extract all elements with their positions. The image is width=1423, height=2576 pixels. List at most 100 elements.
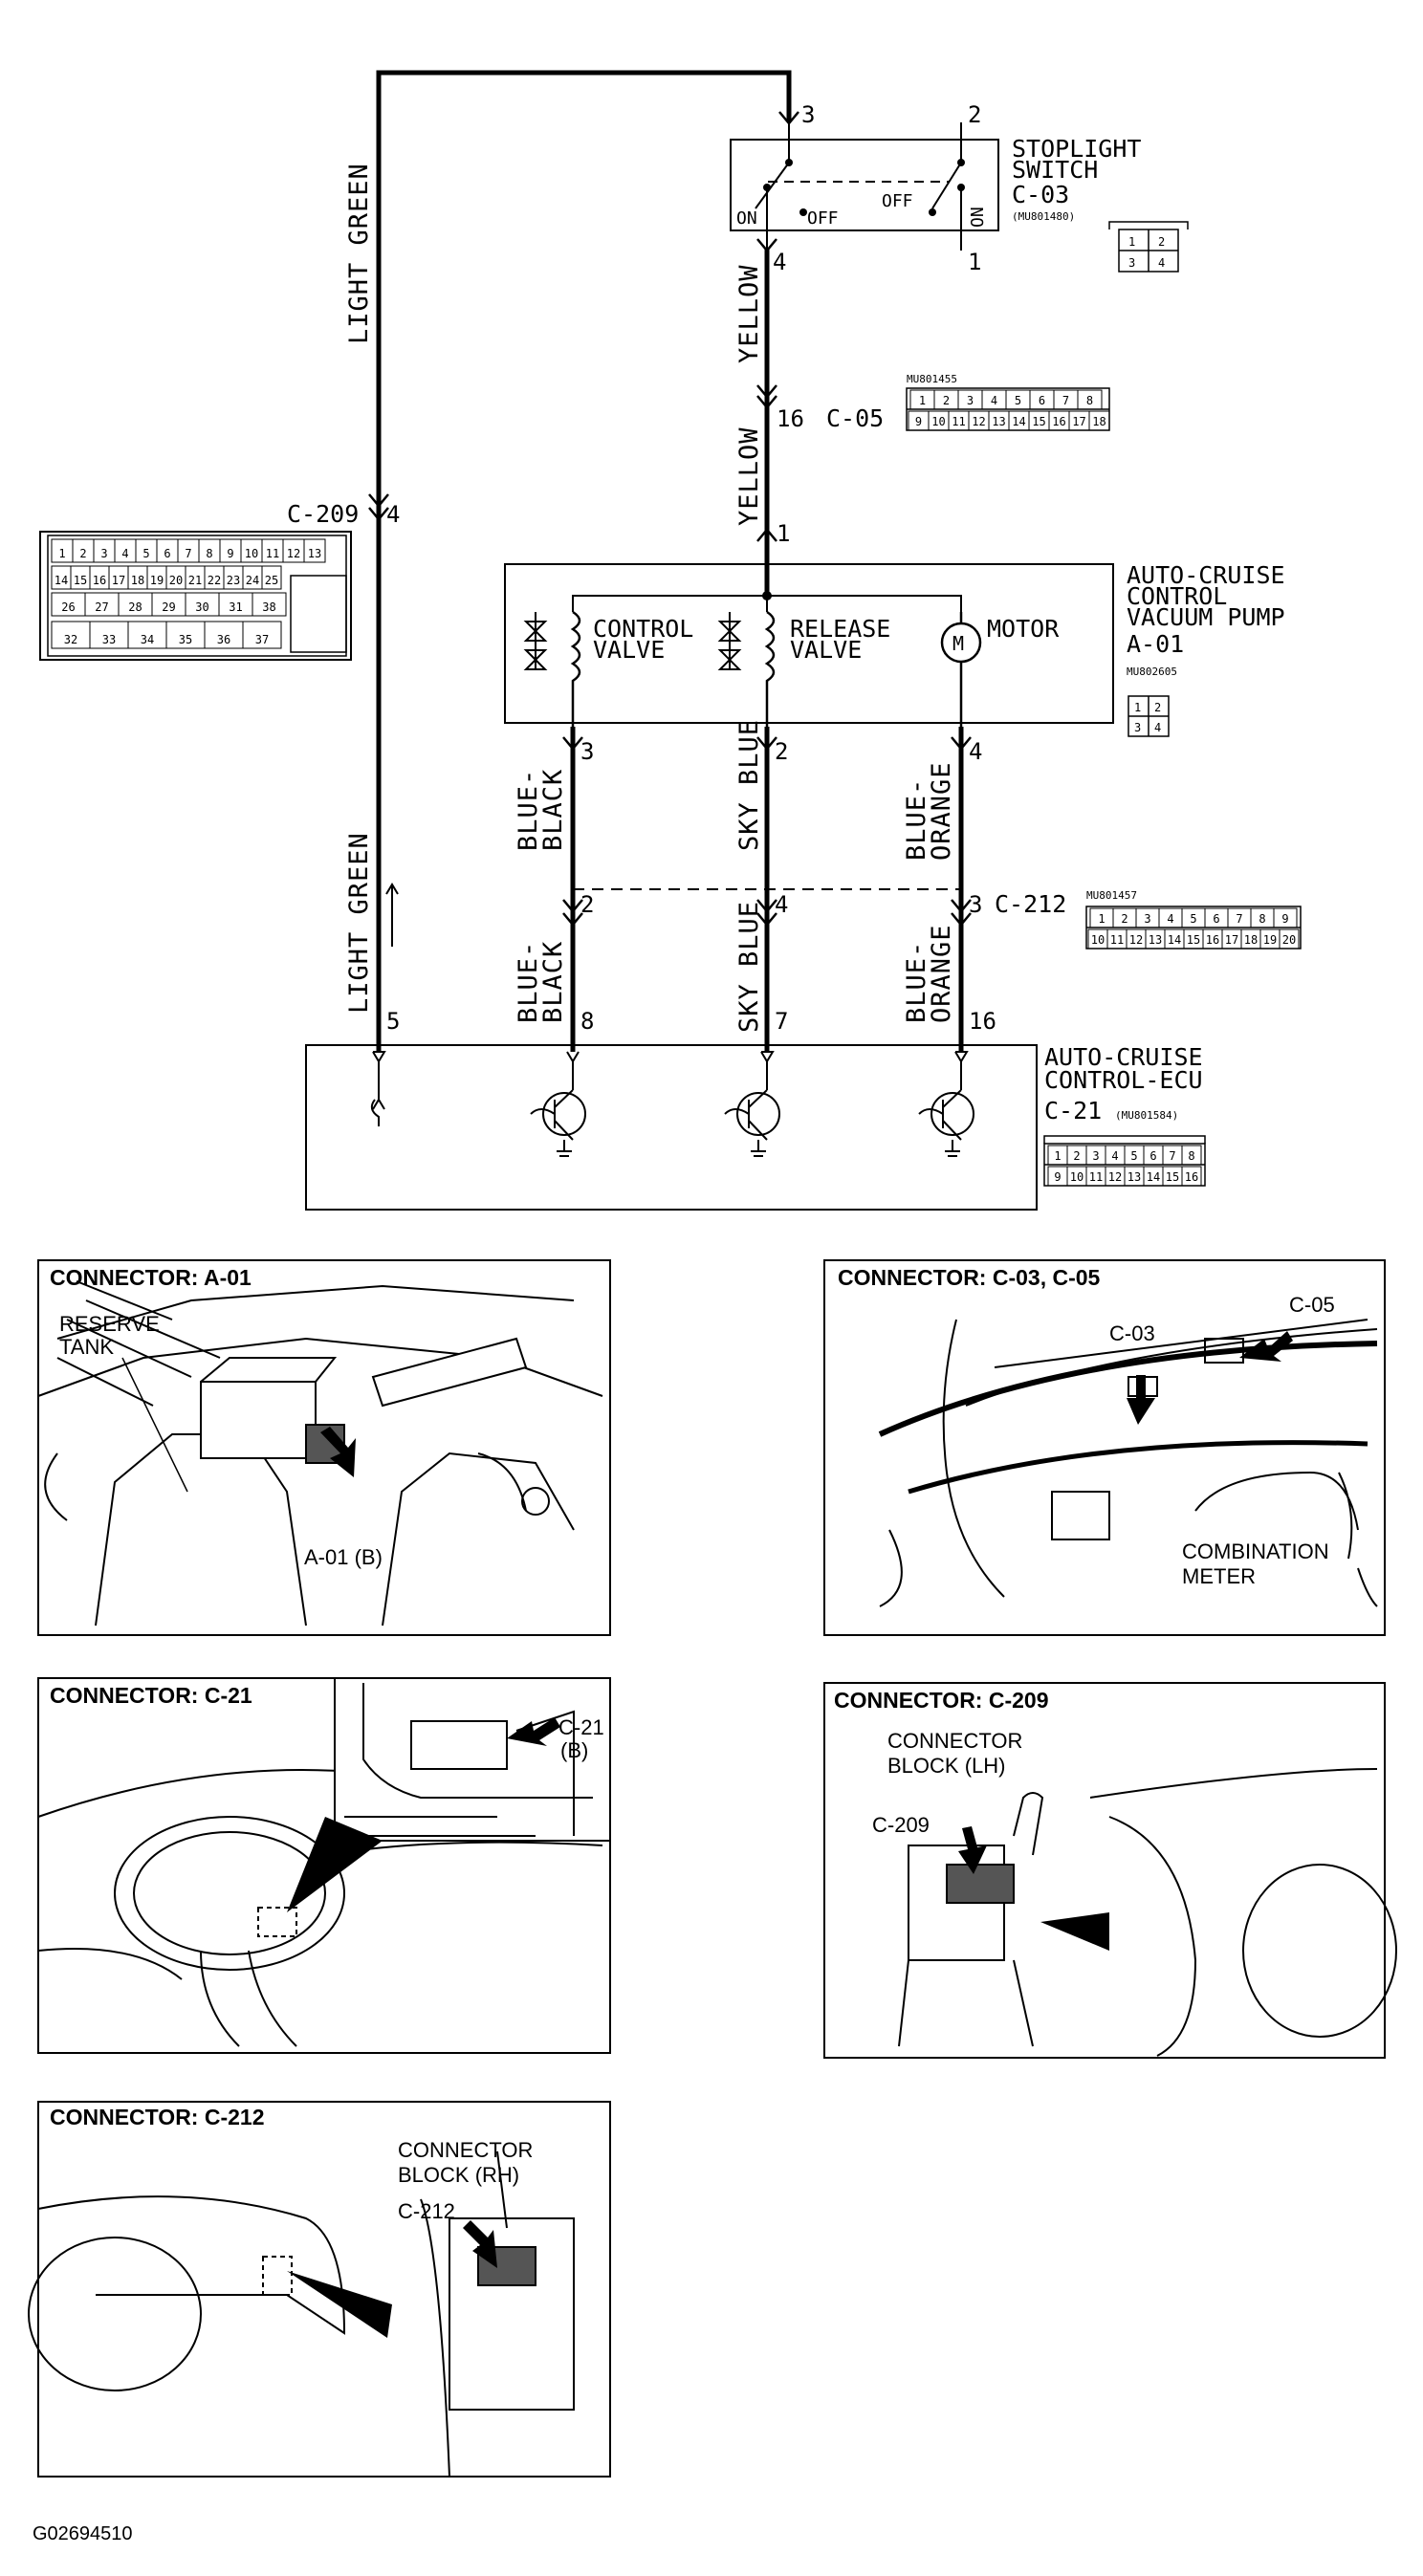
c209-r4-label: 35 xyxy=(179,633,192,646)
c209-title: CONNECTOR: C-209 xyxy=(834,1688,1049,1713)
c05-top-label: 8 xyxy=(1086,394,1093,407)
ecu-bot-cell xyxy=(1181,1166,1202,1187)
c212-bot-label: 10 xyxy=(1091,933,1105,947)
wire-label-blue-orange-upper-1: BLUE- xyxy=(902,778,931,861)
photo-panel-c03 xyxy=(823,1259,1386,1636)
release-valve-label1: RELEASE xyxy=(790,615,890,643)
ecu-pin16: 16 xyxy=(969,1008,996,1035)
c21-callout-wedge xyxy=(287,1817,383,1912)
ecu-bot-label: 13 xyxy=(1127,1170,1141,1184)
connector-markers xyxy=(368,111,972,927)
c05-top-label: 4 xyxy=(991,394,997,407)
c209-r3-label: 27 xyxy=(95,600,108,614)
c212-bot-label: 16 xyxy=(1206,933,1219,947)
wire-label-blue-black-upper-2: BLACK xyxy=(538,769,568,851)
ecu-title1: AUTO-CRUISE xyxy=(1044,1043,1203,1071)
c209-block1: CONNECTOR xyxy=(887,1729,1022,1753)
c209-r4-label: 37 xyxy=(255,633,269,646)
c212-top-cell xyxy=(1273,907,1298,928)
c212-label: C-212 xyxy=(398,2199,455,2223)
c209-r2-label: 16 xyxy=(93,574,106,587)
c212-callout-wedge xyxy=(287,2271,392,2338)
ecu-top-label: 5 xyxy=(1130,1149,1137,1163)
pump-connector-grid xyxy=(1127,695,1170,737)
c209-r3-label: 26 xyxy=(61,600,75,614)
ecu-top-label: 7 xyxy=(1169,1149,1175,1163)
stoplight-title1: STOPLIGHT xyxy=(1012,135,1141,163)
control-valve-coil-icon xyxy=(570,610,581,727)
stoplight-part: (MU801480) xyxy=(1012,210,1075,223)
c05-top-label: 3 xyxy=(967,394,974,407)
stoplight-on-left: ON xyxy=(736,208,757,229)
pump-grid-4: 4 xyxy=(1154,721,1161,734)
wire-label-sky-blue-lower: SKY BLUE xyxy=(734,901,764,1033)
c05-top-label: 2 xyxy=(943,394,950,407)
c05-pin: 16 xyxy=(777,405,804,432)
ecu-box xyxy=(305,1044,1038,1211)
c212-top-label: 2 xyxy=(1121,912,1127,926)
c05-bot-label: 18 xyxy=(1092,415,1106,428)
c209-r2-label: 24 xyxy=(246,574,259,587)
c05-bot-label: 13 xyxy=(992,415,1005,428)
stoplight-grid-1: 1 xyxy=(1128,235,1135,249)
c209-r2-label: 14 xyxy=(55,574,68,587)
stoplight-pin2: 2 xyxy=(968,101,981,128)
ecu-transistor-icons xyxy=(530,1089,974,1157)
c209-r1-label: 13 xyxy=(308,547,321,560)
c209-pin: 4 xyxy=(386,501,400,528)
c03-label: C-03 xyxy=(1109,1321,1155,1345)
pump-id: A-01 xyxy=(1127,630,1184,658)
c209-callout-wedge xyxy=(1040,1912,1109,1951)
c209-r2-cell xyxy=(261,565,282,590)
a01-reserve2: TANK xyxy=(59,1335,114,1359)
c209-r2-label: 22 xyxy=(208,574,221,587)
c05-bot-label: 14 xyxy=(1012,415,1025,428)
connector-block-rh-illustration xyxy=(28,2150,575,2478)
c212-pin4: 4 xyxy=(775,891,788,918)
c05-top-label: 5 xyxy=(1015,394,1021,407)
c209-r2-label: 18 xyxy=(131,574,144,587)
c209-r1-label: 7 xyxy=(185,547,191,560)
ecu-part: (MU801584) xyxy=(1115,1109,1178,1122)
c212-bot-label: 14 xyxy=(1168,933,1181,947)
ecu-bot-label: 9 xyxy=(1054,1170,1061,1184)
wire-label-blue-black-lower-2: BLACK xyxy=(538,941,568,1023)
ecu-pin5: 5 xyxy=(386,1008,400,1035)
ecu-pin8: 8 xyxy=(580,1008,594,1035)
control-valve-label2: VALVE xyxy=(593,636,665,664)
c209-r2-label: 19 xyxy=(150,574,164,587)
c05-part: MU801455 xyxy=(907,373,957,385)
c05-bot-label: 17 xyxy=(1072,415,1085,428)
wire-label-light-green-lower: LIGHT GREEN xyxy=(344,832,374,1014)
motor-label: MOTOR xyxy=(987,615,1060,643)
c212-bot-label: 19 xyxy=(1263,933,1277,947)
c209-arrow-icon xyxy=(958,1826,987,1874)
a01-arrow-icon xyxy=(320,1427,356,1477)
c209-r3-label: 28 xyxy=(128,600,142,614)
pump-grid-1: 1 xyxy=(1134,701,1141,714)
c209-label: C-209 xyxy=(872,1813,930,1837)
c212-bot-label: 11 xyxy=(1110,933,1124,947)
wire-label-blue-orange-lower-1: BLUE- xyxy=(902,941,931,1023)
c209-r4-label: 32 xyxy=(64,633,77,646)
c21-inset-illustration xyxy=(344,1683,593,1837)
wire-label-blue-orange-upper-2: ORANGE xyxy=(927,761,956,861)
stoplight-off-left: OFF xyxy=(807,208,839,229)
c209-r1-label: 5 xyxy=(142,547,149,560)
release-valve-symbol-icon xyxy=(717,612,742,670)
c209-r1-label: 3 xyxy=(100,547,107,560)
wire-label-blue-orange-lower-2: ORANGE xyxy=(927,924,956,1023)
c05-bot-label: 10 xyxy=(931,415,945,428)
ecu-bot-label: 15 xyxy=(1166,1170,1179,1184)
c212-top-label: 7 xyxy=(1236,912,1242,926)
c05-top-label: 6 xyxy=(1039,394,1045,407)
c209-r4-cell xyxy=(242,621,282,649)
c212-block2: BLOCK (RH) xyxy=(398,2163,519,2187)
ecu-bot-label: 11 xyxy=(1089,1170,1103,1184)
c212-bot-cell xyxy=(1279,928,1300,950)
c209-r2-label: 15 xyxy=(74,574,87,587)
c03-arrow-icon xyxy=(1127,1375,1155,1425)
c212-part: MU801457 xyxy=(1086,889,1137,902)
